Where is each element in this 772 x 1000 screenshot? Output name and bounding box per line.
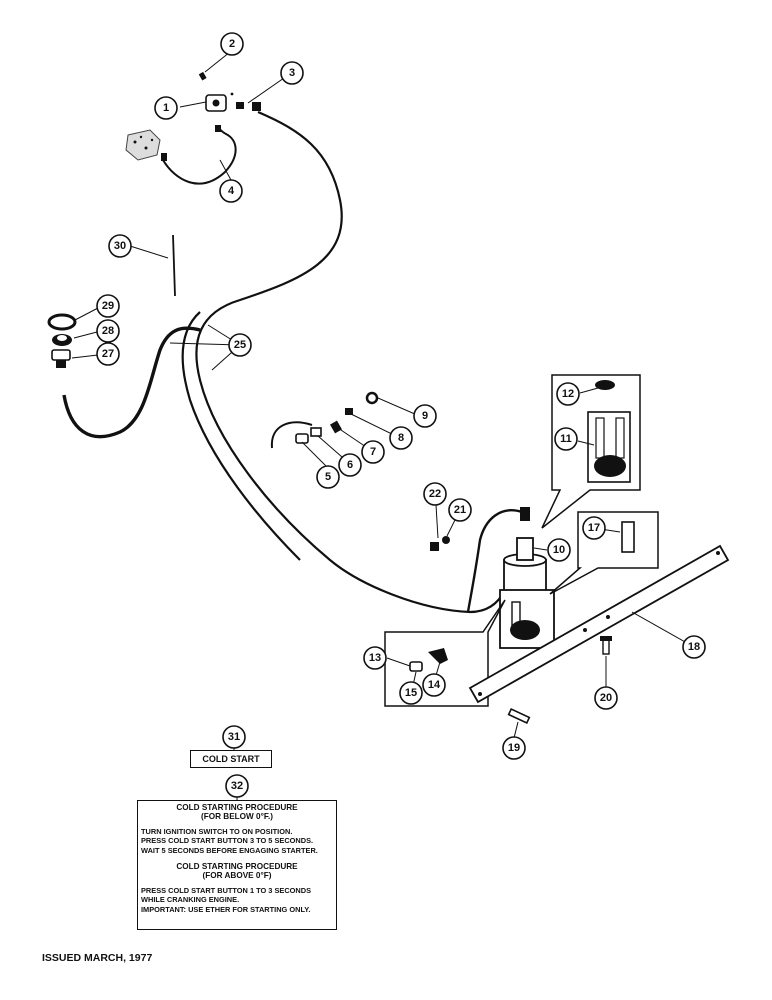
svg-text:14: 14 — [428, 679, 441, 691]
callout-27: 27 — [96, 342, 120, 366]
svg-text:18: 18 — [688, 641, 700, 653]
svg-text:5: 5 — [325, 471, 331, 483]
callout-20: 20 — [594, 686, 618, 710]
svg-text:25: 25 — [234, 339, 246, 351]
svg-text:1: 1 — [163, 102, 169, 114]
svg-text:19: 19 — [508, 742, 520, 754]
callout-8: 8 — [389, 426, 413, 450]
issue-date-footer: ISSUED MARCH, 1977 — [42, 952, 153, 964]
callout-7: 7 — [361, 440, 385, 464]
valve-head-assembly — [198, 71, 261, 112]
inset-bracket-17-box — [549, 511, 659, 595]
callout-28: 28 — [96, 319, 120, 343]
svg-text:30: 30 — [114, 240, 126, 252]
procedure-heading-below: COLD STARTING PROCEDURE (FOR BELOW 0°F.) — [176, 803, 298, 822]
svg-text:10: 10 — [553, 544, 565, 556]
svg-text:31: 31 — [228, 731, 240, 743]
svg-text:8: 8 — [398, 432, 404, 444]
callout-15: 15 — [399, 681, 423, 705]
callout-10: 10 — [547, 538, 571, 562]
callout-19: 19 — [502, 736, 526, 760]
mounting-bar — [468, 544, 730, 704]
svg-text:6: 6 — [347, 459, 353, 471]
inset-bracket-box — [541, 374, 641, 529]
svg-text:20: 20 — [600, 692, 612, 704]
svg-text:28: 28 — [102, 325, 114, 337]
inset-fittings-box — [384, 599, 506, 707]
ether-cylinder — [499, 507, 555, 649]
cold-start-decal: COLD START — [190, 750, 272, 768]
fittings-5-9 — [295, 391, 379, 444]
callout-32: 32 — [225, 774, 249, 798]
svg-text:17: 17 — [588, 522, 600, 534]
svg-text:9: 9 — [422, 410, 428, 422]
procedure-heading-above: COLD STARTING PROCEDURE (FOR ABOVE 0°F) — [176, 862, 298, 881]
bolts-and-nuts — [430, 536, 612, 725]
callout-2: 2 — [220, 32, 244, 56]
svg-text:3: 3 — [289, 67, 295, 79]
callout-4: 4 — [219, 179, 243, 203]
svg-text:11: 11 — [560, 433, 572, 445]
callout-3: 3 — [280, 61, 304, 85]
callout-9: 9 — [413, 404, 437, 428]
callout-30: 30 — [108, 234, 132, 258]
callout-25: 25 — [228, 333, 252, 357]
svg-text:4: 4 — [228, 185, 235, 197]
callout-11: 11 — [554, 427, 578, 451]
svg-text:27: 27 — [102, 348, 114, 360]
callout-31: 31 — [222, 725, 246, 749]
svg-text:13: 13 — [369, 652, 381, 664]
callout-21: 21 — [448, 498, 472, 522]
callout-22: 22 — [423, 482, 447, 506]
cold-starting-procedure-decal: COLD STARTING PROCEDURE (FOR BELOW 0°F.)… — [137, 800, 337, 930]
svg-text:7: 7 — [370, 446, 376, 458]
svg-text:21: 21 — [454, 504, 466, 516]
svg-text:15: 15 — [405, 687, 417, 699]
svg-text:12: 12 — [562, 388, 574, 400]
svg-text:32: 32 — [231, 780, 243, 792]
svg-text:22: 22 — [429, 488, 441, 500]
callout-13: 13 — [363, 646, 387, 670]
push-button-assembly — [47, 313, 77, 368]
svg-text:29: 29 — [102, 300, 114, 312]
procedure-steps-below: TURN IGNITION SWITCH TO ON POSITION. PRE… — [141, 826, 318, 855]
engine-block-fragment — [125, 125, 221, 161]
wire-30 — [172, 234, 176, 297]
callout-1: 1 — [154, 96, 178, 120]
hose-lines — [62, 110, 523, 614]
callout-17: 17 — [582, 516, 606, 540]
callout-5: 5 — [316, 465, 340, 489]
callout-14: 14 — [422, 673, 446, 697]
svg-text:2: 2 — [229, 38, 235, 50]
callout-18: 18 — [682, 635, 706, 659]
procedure-steps-above: PRESS COLD START BUTTON 1 TO 3 SECONDS W… — [141, 885, 312, 914]
callout-12: 12 — [556, 382, 580, 406]
callout-6: 6 — [338, 453, 362, 477]
callout-29: 29 — [96, 294, 120, 318]
